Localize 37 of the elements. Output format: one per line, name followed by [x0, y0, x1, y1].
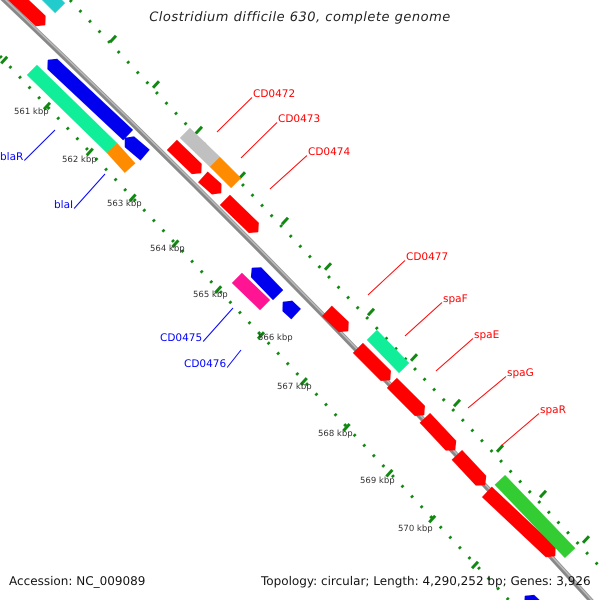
gene-label: blaI	[54, 200, 74, 210]
gene-label: blaR	[0, 152, 24, 162]
leader-line	[468, 376, 506, 408]
scale-label: 566 kbp	[258, 334, 293, 342]
scale-label: 563 kbp	[107, 200, 142, 208]
footer-text: Topology: circular; Length: 4,290,252 bp; Genes: 3,926	[261, 575, 591, 587]
leader-line	[270, 155, 308, 190]
leader-line	[240, 122, 278, 158]
leader-line	[436, 338, 474, 372]
gene-label: spaG	[507, 368, 534, 378]
gene-label: CD0476	[184, 359, 226, 370]
gene-label: CD0477	[406, 252, 448, 262]
leader-line	[226, 350, 242, 368]
gene-label: CD0475	[160, 333, 202, 344]
footer-text: Accession: NC_009089	[9, 575, 146, 587]
leader-line	[500, 413, 540, 446]
gene-label: CD0474	[308, 147, 350, 158]
scale-label: 570 kbp	[398, 525, 433, 534]
scale-label: 567 kbp	[277, 383, 312, 392]
gene-label: CD0472	[253, 89, 296, 100]
scale-label: 565 kbp	[193, 291, 228, 300]
leader-line	[368, 260, 406, 296]
leader-line	[216, 97, 252, 132]
scale-label: 562 kbp	[62, 156, 97, 164]
leader-line	[24, 130, 56, 161]
leader-line	[404, 302, 442, 336]
gene-label: spaF	[443, 294, 468, 304]
scale-label: 564 kbp	[150, 245, 185, 254]
scale-label: 568 kbp	[318, 430, 353, 438]
scale-label: 569 kbp	[360, 477, 395, 486]
gene-label: spaE	[474, 330, 500, 340]
leader-line	[202, 308, 234, 342]
scale-label: 561 kbp	[14, 108, 49, 116]
leader-line	[74, 174, 106, 209]
gene-label: CD0473	[278, 114, 320, 124]
title: Clostridium difficile 630, complete genome	[148, 11, 452, 24]
gene-label: spaR	[540, 405, 566, 416]
